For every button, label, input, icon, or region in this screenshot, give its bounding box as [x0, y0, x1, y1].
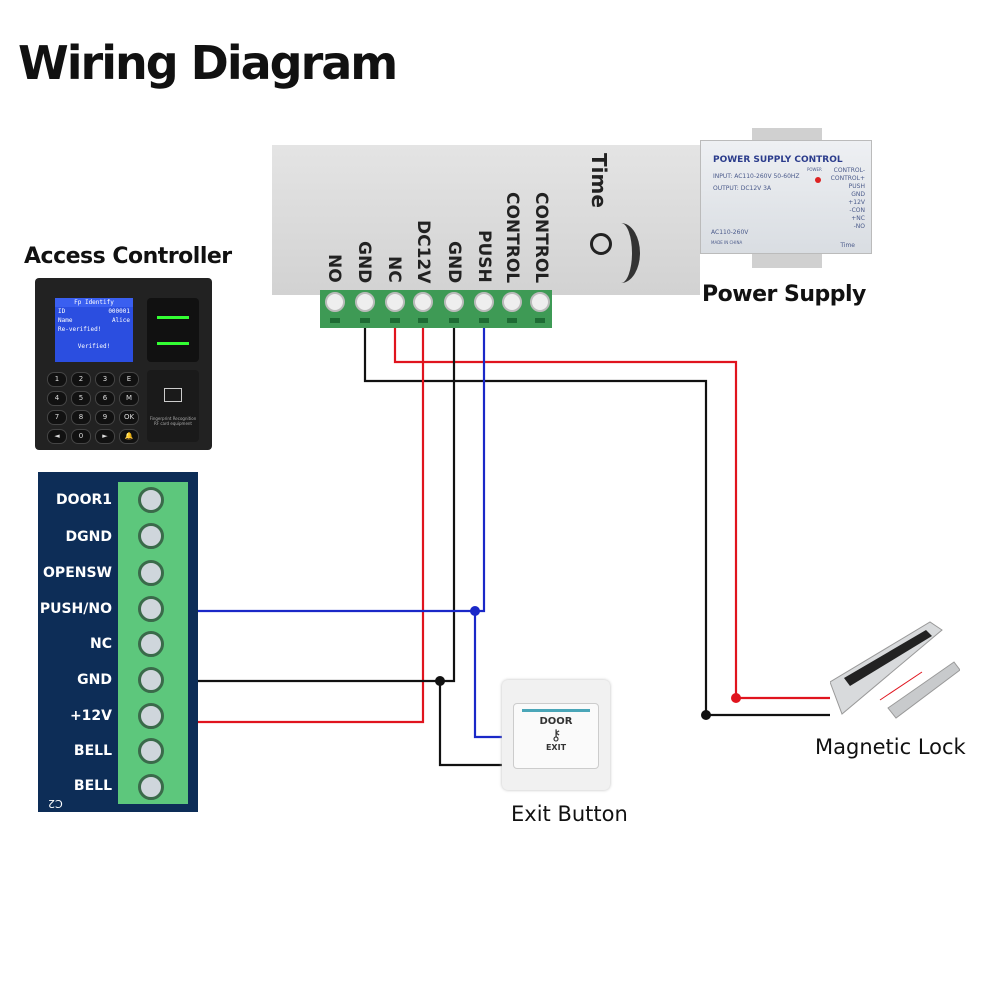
magnetic-lock-caption: Magnetic Lock	[815, 735, 966, 759]
junction-dot	[731, 693, 741, 703]
card-reader: Fingerprint Recognition RF card equipmen…	[147, 370, 199, 442]
key: OK	[119, 410, 139, 425]
key: 5	[71, 391, 91, 406]
junction-dot	[470, 606, 480, 616]
fingerprint-sensor-icon	[147, 298, 199, 362]
key-icon: ⚷	[550, 726, 562, 744]
terminal-label: NC	[384, 256, 404, 283]
key: M	[119, 391, 139, 406]
terminal-label: DC12V	[413, 219, 433, 283]
screw-icon	[413, 292, 433, 312]
screw-icon	[138, 774, 164, 800]
terminal-label: CONTROL	[531, 191, 551, 283]
exit-button-caption: Exit Button	[511, 802, 628, 826]
pcb-label: DOOR1	[56, 492, 112, 508]
screw-icon	[138, 487, 164, 513]
key: 9	[95, 410, 115, 425]
screw-icon	[325, 292, 345, 312]
wire-push-to-pcb	[198, 325, 486, 613]
psu-led-label: POWER	[807, 167, 822, 172]
wire-dc12v-to-pcb	[198, 325, 425, 724]
key: 4	[47, 391, 67, 406]
exit-bottom-text: EXIT	[545, 743, 567, 752]
psu-input: INPUT: AC110-260V 50-60HZ	[713, 173, 800, 180]
psu-output: OUTPUT: DC12V 3A	[713, 185, 772, 192]
screw-icon	[138, 738, 164, 764]
brand-logo: Time	[587, 153, 611, 208]
power-supply: POWER SUPPLY CONTROL INPUT: AC110-260V 5…	[700, 140, 872, 254]
wire-gnd-to-pcb	[198, 325, 456, 683]
terminal-label: NO	[324, 254, 344, 283]
pcb-label: DGND	[65, 529, 112, 545]
pcb-silk: C2	[48, 797, 63, 810]
wire-push-to-exit	[473, 611, 505, 739]
access-controller-caption: Access Controller	[24, 244, 232, 269]
pcb-terminal-strip	[118, 482, 188, 804]
exit-top-text: DOOR	[539, 716, 573, 727]
psu-brand: Time	[840, 242, 855, 249]
wire-nc-to-lock	[393, 325, 830, 700]
screw-icon	[444, 292, 464, 312]
junction-dot	[701, 710, 711, 720]
terminal-label: GND	[444, 240, 464, 283]
screw-icon	[502, 292, 522, 312]
screw-icon	[474, 292, 494, 312]
screw-icon	[385, 292, 405, 312]
psu-ac: AC110-260V	[711, 229, 749, 236]
key: 6	[95, 391, 115, 406]
lcd-screen: Fp Identify ID 000001 Name Alice Re-veri…	[55, 298, 133, 362]
magnetic-lock-icon	[830, 621, 960, 719]
key: E	[119, 372, 139, 387]
pcb-label: NC	[90, 636, 112, 652]
key: 0	[71, 429, 91, 444]
key: 2	[71, 372, 91, 387]
screw-icon	[138, 596, 164, 622]
page-title: Wiring Diagram	[18, 36, 398, 90]
key: ◄	[47, 429, 67, 444]
screw-icon	[138, 523, 164, 549]
key: 7	[47, 410, 67, 425]
wire-gnd-to-lock	[363, 325, 830, 717]
keypad: 1 2 3 E 4 5 6 M 7 8 9 OK ◄ 0 ► 🔔	[47, 372, 139, 444]
screw-icon	[138, 667, 164, 693]
power-led-icon	[815, 177, 821, 183]
pcb-label: BELL	[73, 743, 112, 759]
screw-icon	[138, 703, 164, 729]
pcb-label: PUSH/NO	[39, 601, 112, 617]
key: 1	[47, 372, 67, 387]
access-controller: Fp Identify ID 000001 Name Alice Re-veri…	[35, 278, 212, 450]
swoosh-icon	[602, 223, 640, 283]
psu-made: MADE IN CHINA	[711, 240, 743, 245]
psu-title: POWER SUPPLY CONTROL	[713, 155, 843, 165]
controller-terminal-block	[320, 290, 552, 328]
pcb-label: BELL	[73, 778, 112, 794]
exit-button: DOOR ⚷ EXIT	[502, 680, 610, 790]
power-supply-caption: Power Supply	[702, 282, 866, 307]
controller-pcb: DOOR1 DGND OPENSW PUSH/NO NC GND +12V BE…	[38, 472, 198, 812]
terminal-label: GND	[354, 240, 374, 283]
key: 🔔	[119, 429, 139, 444]
wire-gnd-to-exit	[438, 681, 505, 767]
pcb-label: OPENSW	[43, 565, 112, 581]
screw-icon	[530, 292, 550, 312]
pcb-label: +12V	[69, 708, 112, 724]
screw-icon	[138, 560, 164, 586]
card-icon	[164, 388, 182, 402]
terminal-label: CONTROL	[502, 191, 522, 283]
screw-icon	[355, 292, 375, 312]
key: ►	[95, 429, 115, 444]
terminal-label: PUSH	[474, 230, 494, 283]
key: 8	[71, 410, 91, 425]
screw-icon	[138, 631, 164, 657]
junction-dot	[435, 676, 445, 686]
key: 3	[95, 372, 115, 387]
pcb-label: GND	[77, 672, 112, 688]
door-controller: NO GND NC DC12V GND PUSH CONTROL CONTROL…	[272, 145, 700, 295]
